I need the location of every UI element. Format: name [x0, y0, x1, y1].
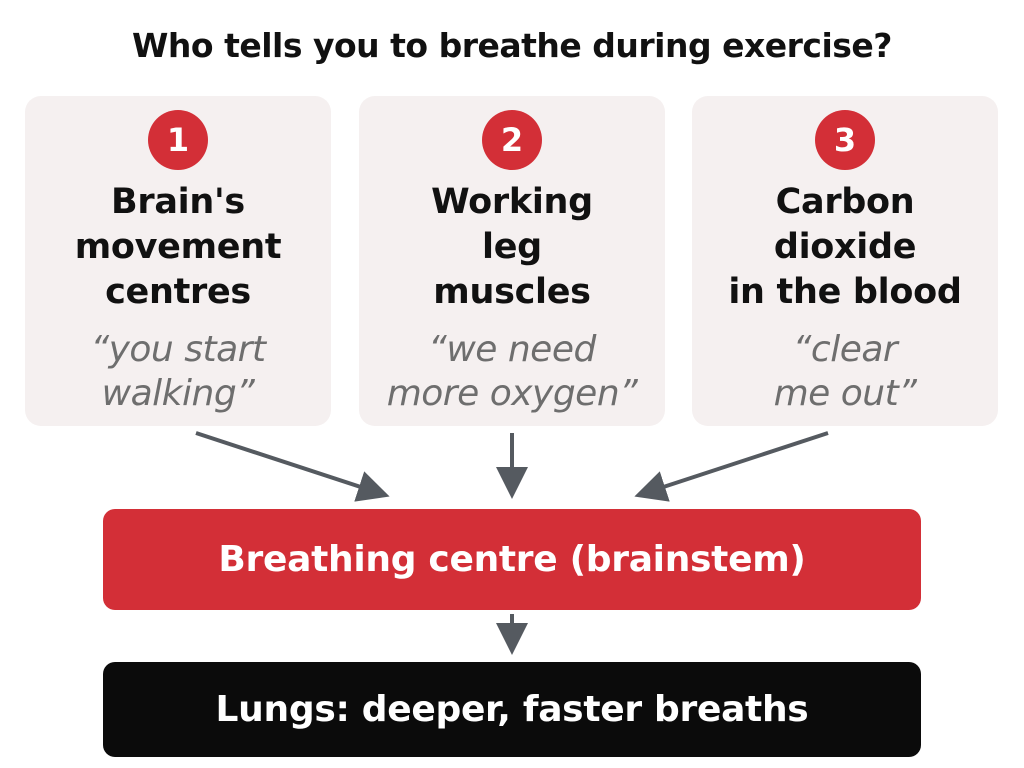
- card-quote: “clear me out”: [773, 329, 917, 414]
- card-title: Carbon dioxide in the blood: [728, 182, 962, 312]
- card-quote: “you start walking”: [90, 329, 266, 414]
- diagram-title: Who tells you to breathe during exercise…: [132, 26, 892, 65]
- number-badge: 1: [148, 110, 208, 170]
- breathing-centre-box: Breathing centre (brainstem): [103, 509, 921, 610]
- card-title: Brain's movement centres: [74, 182, 282, 312]
- card-brain-movement-centres: 1 Brain's movement centres “you start wa…: [25, 96, 331, 426]
- card-working-leg-muscles: 2 Working leg muscles “we need more oxyg…: [359, 96, 665, 426]
- lungs-box: Lungs: deeper, faster breaths: [103, 662, 921, 757]
- card-carbon-dioxide: 3 Carbon dioxide in the blood “clear me …: [692, 96, 998, 426]
- card-title: Working leg muscles: [431, 182, 593, 312]
- number-badge: 3: [815, 110, 875, 170]
- number-badge: 2: [482, 110, 542, 170]
- arrow-from-card-1: [195, 431, 390, 502]
- arrow-from-card-3: [634, 431, 829, 502]
- card-quote: “we need more oxygen”: [386, 329, 638, 414]
